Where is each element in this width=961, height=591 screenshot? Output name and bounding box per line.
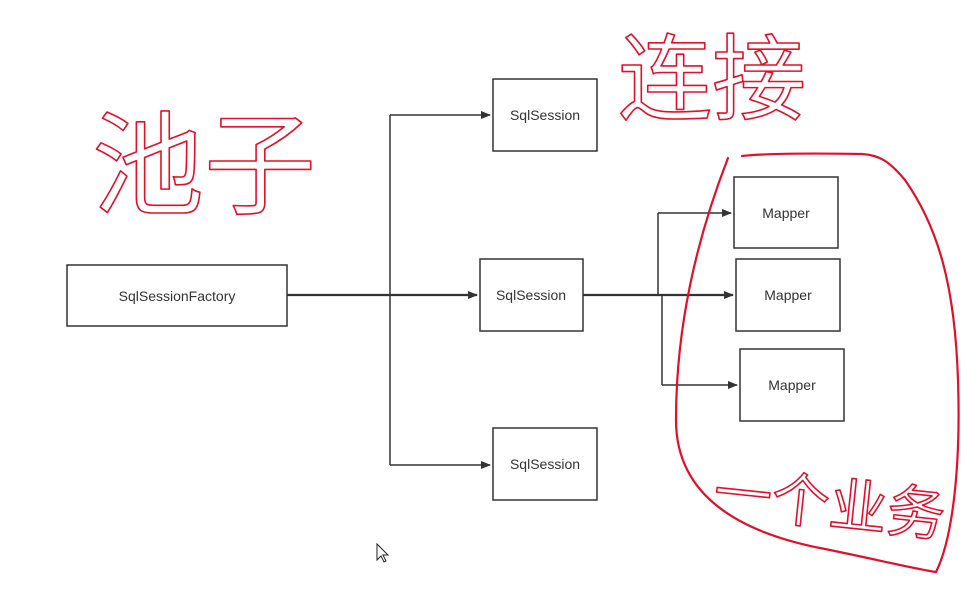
annotation-transaction: 一个业务 <box>711 458 949 550</box>
factory-label: SqlSessionFactory <box>119 288 236 304</box>
session-box-3: SqlSession <box>492 427 598 501</box>
session-label-2: SqlSession <box>496 287 566 303</box>
annotation-connection: 连接 <box>618 26 806 135</box>
mouse-cursor-icon <box>376 542 390 563</box>
mapper-box-1: Mapper <box>733 176 839 249</box>
annotation-enclosure-loop <box>674 152 960 574</box>
mapper-label-2: Mapper <box>764 287 812 303</box>
mapper-label-1: Mapper <box>762 205 810 221</box>
mapper-box-2: Mapper <box>735 258 841 332</box>
session-label-1: SqlSession <box>510 107 580 123</box>
session-box-1: SqlSession <box>492 78 598 152</box>
factory-box: SqlSessionFactory <box>66 264 288 327</box>
annotation-pool: 池子 <box>92 102 316 232</box>
mapper-box-3: Mapper <box>739 348 845 422</box>
mapper-label-3: Mapper <box>768 377 816 393</box>
session-connectors <box>583 209 738 389</box>
session-label-3: SqlSession <box>510 456 580 472</box>
session-box-2: SqlSession <box>479 258 584 332</box>
factory-connectors <box>287 111 491 469</box>
